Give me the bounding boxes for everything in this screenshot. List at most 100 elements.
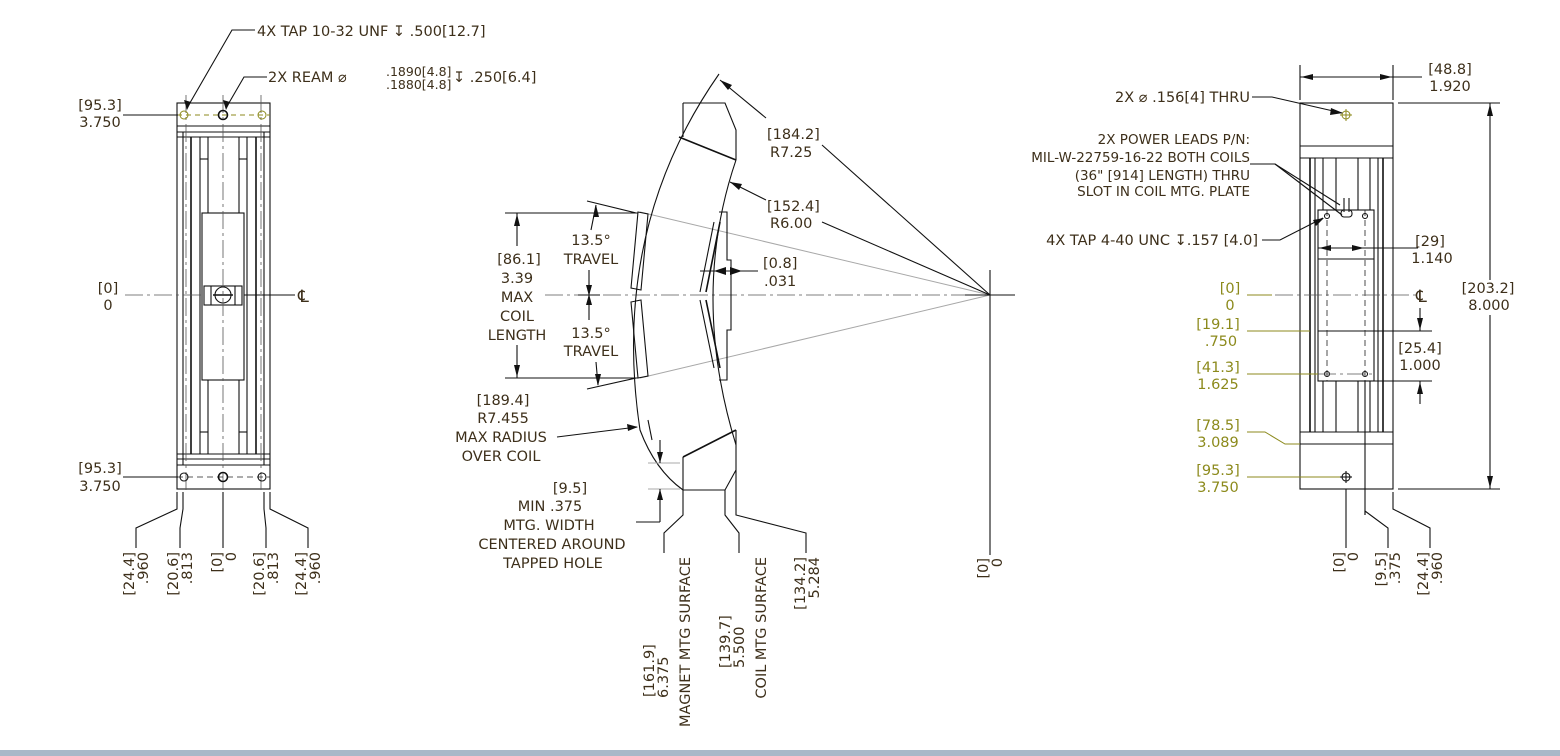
svg-text:TAPPED HOLE: TAPPED HOLE [502, 556, 603, 572]
svg-text:R7.455: R7.455 [477, 411, 529, 427]
svg-text:MIL-W-22759-16-22 BOTH COILS: MIL-W-22759-16-22 BOTH COILS [1031, 150, 1250, 166]
dim-29-mm: [29] [1415, 234, 1445, 250]
right-bottom-ordinates: [0] 0 [9.5] .375 [24.4] .960 [1332, 552, 1446, 596]
svg-text:5.284: 5.284 [807, 557, 823, 599]
right-ordinates: [0] 0 [19.1] .750 [41.3] 1.625 [78.5] 3.… [1196, 281, 1240, 496]
r-inner-in: R6.00 [770, 216, 812, 232]
svg-text:COIL MTG SURFACE: COIL MTG SURFACE [754, 557, 770, 699]
svg-text:TRAVEL: TRAVEL [563, 252, 619, 268]
coil-surface-label: [139.7] 5.500 COIL MTG SURFACE [718, 557, 770, 699]
ordinate-mm: [20.6] [166, 552, 182, 596]
left-centerline-symbol: ℄ [297, 287, 309, 307]
svg-text:.960: .960 [1430, 552, 1446, 584]
thru-hole-callout: 2X ⌀ .156[4] THRU [1115, 90, 1250, 106]
svg-text:3.089: 3.089 [1197, 435, 1239, 451]
travel-upper-label: 13.5° TRAVEL [563, 233, 619, 268]
svg-text:[0]: [0] [1220, 281, 1241, 297]
svg-text:0: 0 [1346, 552, 1362, 561]
dim-25-4-in: 1.000 [1399, 358, 1441, 374]
svg-text:LENGTH: LENGTH [488, 328, 547, 344]
r-inner-mm: [152.4] [767, 199, 820, 215]
ordinate-in: .813 [266, 552, 282, 584]
ream-hole [217, 109, 229, 121]
ordinate-in: .960 [308, 552, 324, 584]
magnet-surface-label: [161.9] 6.375 MAGNET MTG SURFACE [642, 557, 694, 727]
svg-text:[134.2]: [134.2] [793, 557, 809, 610]
left-bottom-dim-mm: [95.3] [78, 461, 122, 477]
left-center-dim-mm: [0] [98, 281, 119, 297]
ream-callout-suffix: ↧ .250[6.4] [453, 70, 536, 86]
svg-text:[24.4]: [24.4] [1416, 552, 1432, 596]
ordinate-mm: [24.4] [122, 552, 138, 596]
right-centerline-symbol: ℄ [1415, 287, 1427, 307]
left-top-dim-mm: [95.3] [78, 98, 122, 114]
ordinate-mm: [0] [210, 552, 226, 573]
svg-text:MTG. WIDTH: MTG. WIDTH [503, 518, 594, 534]
outer-arc [633, 73, 720, 491]
ream-callout-prefix: 2X REAM ⌀ [268, 70, 347, 86]
ream-callout-upper: .1890[4.8] [386, 64, 451, 79]
gap-mm: [0.8] [763, 256, 797, 272]
svg-text:[86.1]: [86.1] [497, 252, 541, 268]
svg-text:3.750: 3.750 [1197, 480, 1239, 496]
power-leads-callout: 2X POWER LEADS P/N: MIL-W-22759-16-22 BO… [1031, 132, 1250, 200]
svg-text:COIL: COIL [500, 309, 534, 325]
mtg-width-label: [9.5] MIN .375 MTG. WIDTH CENTERED AROUN… [478, 481, 625, 572]
tap-4-40-callout: 4X TAP 4-40 UNC ↧.157 [4.0] [1046, 233, 1258, 249]
svg-text:MIN .375: MIN .375 [518, 499, 583, 515]
svg-text:(36" [914] LENGTH) THRU: (36" [914] LENGTH) THRU [1075, 168, 1250, 184]
svg-text:.750: .750 [1205, 334, 1237, 350]
dim-25-4-mm: [25.4] [1398, 341, 1442, 357]
left-bottom-dim-in: 3.750 [79, 479, 121, 495]
svg-text:5.500: 5.500 [732, 626, 748, 668]
svg-text:13.5°: 13.5° [571, 233, 611, 249]
right-body-outline [1299, 102, 1394, 490]
svg-text:[189.4]: [189.4] [477, 393, 530, 409]
svg-text:[95.3]: [95.3] [1196, 463, 1240, 479]
left-body-outline [176, 102, 271, 490]
ream-hole [217, 471, 229, 483]
svg-text:MAX RADIUS: MAX RADIUS [455, 430, 547, 446]
r-outer-in: R7.25 [770, 145, 812, 161]
left-top-dim-in: 3.750 [79, 115, 121, 131]
height-dim-in: 8.000 [1468, 298, 1510, 314]
inner-arc [712, 159, 737, 446]
ordinate-in: .813 [180, 552, 196, 584]
svg-text:1.625: 1.625 [1197, 377, 1239, 393]
dim-134-label: [134.2] 5.284 [793, 557, 823, 610]
svg-text:2X POWER LEADS P/N:: 2X POWER LEADS P/N: [1098, 132, 1250, 148]
svg-text:[41.3]: [41.3] [1196, 360, 1240, 376]
tap-hole [179, 472, 189, 482]
left-view [123, 29, 309, 548]
dim-29-in: 1.140 [1411, 251, 1453, 267]
svg-text:[9.5]: [9.5] [1374, 552, 1390, 586]
svg-text:[139.7]: [139.7] [718, 615, 734, 668]
coil-length-label: [86.1] 3.39 MAX COIL LENGTH [488, 252, 547, 344]
left-coil [201, 212, 245, 381]
height-dim-mm: [203.2] [1462, 281, 1515, 297]
svg-text:.375: .375 [1388, 552, 1404, 584]
status-bar [0, 750, 1560, 756]
left-center-dim-in: 0 [103, 298, 112, 314]
svg-text:OVER COIL: OVER COIL [462, 449, 541, 465]
ordinate-mm: [20.6] [252, 552, 268, 596]
svg-text:[19.1]: [19.1] [1196, 317, 1240, 333]
svg-text:[9.5]: [9.5] [553, 481, 587, 497]
svg-text:MAX: MAX [501, 290, 533, 306]
svg-text:[78.5]: [78.5] [1196, 418, 1240, 434]
tap-10-32-callout: 4X TAP 10-32 UNF ↧ .500[12.7] [257, 24, 486, 40]
ream-callout-lower: .1880[4.8] [386, 77, 451, 92]
svg-text:[0]: [0] [1332, 552, 1348, 573]
ordinate-mm: [24.4] [294, 552, 310, 596]
right-view [1247, 65, 1500, 548]
svg-text:13.5°: 13.5° [571, 326, 611, 342]
svg-text:6.375: 6.375 [656, 656, 672, 698]
width-dim-in: 1.920 [1429, 79, 1471, 95]
width-dim-mm: [48.8] [1428, 62, 1472, 78]
tap-hole [257, 472, 267, 482]
svg-text:[0]: [0] [976, 558, 992, 579]
svg-text:MAGNET MTG SURFACE: MAGNET MTG SURFACE [678, 557, 694, 727]
svg-text:TRAVEL: TRAVEL [563, 344, 619, 360]
svg-text:0: 0 [990, 558, 1006, 567]
